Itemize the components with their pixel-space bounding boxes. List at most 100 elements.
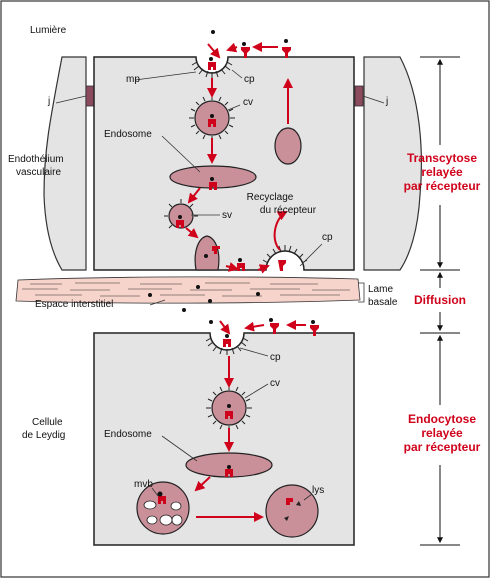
leader-j-left — [55, 95, 87, 104]
arrow-to-recycle-pit — [257, 264, 270, 274]
leader-espace — [149, 299, 166, 306]
ligand-dot — [209, 320, 213, 324]
receptor — [176, 220, 184, 228]
label-cp-bottom: cp — [270, 352, 281, 363]
receptor — [286, 498, 293, 505]
leader-cv-bottom — [244, 383, 269, 399]
label-espace: Espace interstitiel — [35, 299, 113, 310]
phase-transcytose-2: relayée — [421, 165, 463, 179]
ligand-dot — [210, 114, 214, 118]
label-endosome-bottom: Endosome — [104, 429, 152, 440]
arrow-sv-to-fusing — [185, 227, 199, 239]
phase-diffusion: Diffusion — [414, 293, 466, 307]
label-j-left: j — [47, 96, 50, 107]
receptor — [310, 325, 319, 336]
leader-endosome-bottom — [161, 435, 198, 462]
label-lame: Lame — [368, 284, 393, 295]
label-cv-top: cv — [243, 97, 253, 108]
ligand-dot — [211, 30, 215, 34]
label-basale: basale — [368, 297, 398, 308]
leader-lys — [303, 493, 313, 501]
arrow-endosome-to-sv — [187, 187, 201, 204]
arrow-pit-to-recycle — [273, 211, 288, 251]
endothelial-cell — [93, 56, 355, 271]
ligand-dot — [204, 254, 208, 258]
clathrin-coat-bottom — [205, 337, 249, 355]
ligand-dot — [196, 285, 200, 289]
junction-left — [85, 85, 95, 107]
receptor — [278, 260, 286, 271]
ligand-dot — [311, 320, 315, 324]
neighbor-cell-left — [43, 56, 87, 271]
ligand-dot — [209, 57, 213, 61]
receptor — [223, 339, 231, 347]
label-cp-top: cp — [244, 74, 255, 85]
label-lys: lys — [312, 485, 324, 496]
lamina-bracket — [358, 282, 365, 303]
fusing-vesicle — [194, 235, 220, 271]
label-endothelium: Endothélium — [8, 154, 64, 165]
leader-cp-recycle — [299, 243, 323, 267]
neighbor-cell-right — [363, 56, 422, 271]
receptor — [282, 47, 291, 58]
leader-lines — [55, 69, 385, 501]
label-j-right: j — [385, 96, 388, 107]
ligand-dot — [225, 334, 229, 338]
multivesicular-body — [136, 481, 190, 535]
receptor — [270, 323, 279, 334]
ligand-dot — [210, 177, 214, 181]
ligand-dot — [284, 39, 288, 43]
label-sv: sv — [222, 210, 232, 221]
receptor — [212, 246, 220, 254]
ligand-dot — [182, 308, 186, 312]
label-mvb: mvb — [134, 479, 153, 490]
label-recyclage: Recyclage — [247, 192, 294, 203]
basal-lamina — [15, 276, 361, 304]
lysosome — [265, 484, 319, 538]
ligand-dot — [178, 215, 182, 219]
leader-cp-top — [231, 69, 243, 79]
phase-brackets — [420, 56, 460, 546]
leader-mp — [134, 71, 197, 81]
arrow-endosome-to-mvb — [194, 476, 211, 492]
junction-right — [354, 85, 364, 107]
label-recyclage-2: du récepteur — [260, 205, 317, 216]
clathrin-coat-top — [191, 61, 233, 78]
label-cv-bottom: cv — [270, 378, 280, 389]
leader-cv-top — [227, 104, 241, 111]
phase-transcytose: Transcytose — [407, 151, 477, 165]
label-mp: mp — [126, 74, 140, 85]
ligand-dot — [148, 293, 152, 297]
ligand-dot — [256, 292, 260, 296]
phase-transcytose-3: par récepteur — [404, 179, 481, 193]
receptors — [158, 47, 319, 505]
ligand-dot — [269, 318, 273, 322]
ligand-dot — [227, 404, 231, 408]
arrow-to-pit — [226, 42, 238, 53]
receptor — [237, 263, 245, 271]
label-cellule: Cellule — [32, 417, 63, 428]
phase-endocytose: Endocytose — [408, 412, 476, 426]
ligand-dot — [157, 491, 163, 497]
label-endothelium-2: vasculaire — [16, 167, 61, 178]
receptor — [225, 411, 233, 419]
receptor — [209, 182, 217, 190]
leader-cp-bottom — [239, 347, 269, 357]
label-leydig: de Leydig — [22, 430, 65, 441]
leader-endosome-top — [161, 135, 201, 173]
receptor — [241, 47, 250, 58]
label-endosome-top: Endosome — [104, 129, 152, 140]
ligand-dot — [227, 465, 231, 469]
ligand-dot — [242, 42, 246, 46]
label-lumiere: Lumière — [30, 25, 67, 36]
arrow-to-pit-bottom — [219, 320, 231, 335]
receptor — [225, 469, 233, 477]
arrow-exocytosis — [225, 262, 239, 272]
arrow-to-pit-bottom — [244, 321, 265, 332]
ligand-dot — [208, 299, 212, 303]
label-cp-recycle: cp — [322, 232, 333, 243]
phase-endocytose-2: relayée — [421, 426, 463, 440]
